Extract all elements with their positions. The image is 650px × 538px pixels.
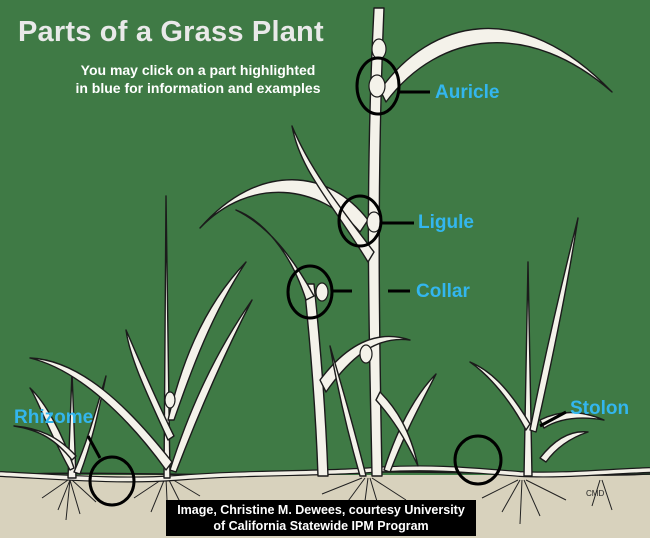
stem-nodes (164, 38, 387, 409)
auricle-link[interactable]: Auricle (435, 82, 500, 103)
rhizome-circle (88, 455, 136, 507)
subtitle-line-1: You may click on a part highlighted (80, 62, 316, 78)
stolon-circle (453, 434, 503, 486)
rhizome-link[interactable]: Rhizome (14, 407, 94, 428)
highlight-circles (88, 56, 503, 507)
collar-circle (286, 264, 334, 320)
signature-mark: CMD (586, 489, 604, 498)
credit-line-1: Image, Christine M. Dewees, courtesy Uni… (177, 503, 465, 517)
subtitle-line-2: in blue for information and examples (75, 80, 321, 96)
auricle-circle (355, 56, 401, 116)
subtitle: You may click on a part highlighted in b… (38, 61, 358, 97)
ligule-circle (337, 194, 383, 248)
ligule-link[interactable]: Ligule (418, 212, 474, 233)
credit-line-2: of California Statewide IPM Program (213, 519, 429, 533)
page-title: Parts of a Grass Plant (18, 16, 324, 48)
collar-link[interactable]: Collar (416, 281, 470, 302)
image-credit: Image, Christine M. Dewees, courtesy Uni… (166, 500, 476, 536)
leader-lines (86, 90, 567, 459)
stolon-link[interactable]: Stolon (570, 398, 630, 419)
